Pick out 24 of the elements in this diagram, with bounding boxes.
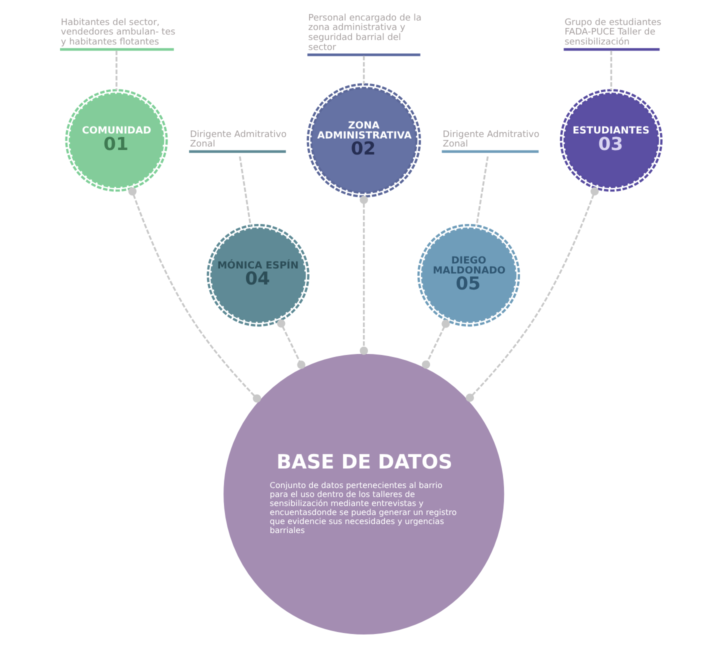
connector bbox=[422, 320, 450, 369]
node-label: Dirigente Admitrativo Zonal bbox=[190, 130, 287, 150]
node-box bbox=[189, 150, 286, 153]
connector bbox=[360, 196, 368, 355]
node-label: Dirigente Admitrativo Zonal bbox=[442, 130, 540, 150]
connector bbox=[116, 50, 118, 90]
connector bbox=[610, 50, 612, 90]
connector bbox=[362, 56, 365, 84]
node-label: Habitantes del sector, vendedores ambulan- tes y habitantes flotantes bbox=[60, 18, 176, 48]
node-circle: ZONA ADMINISTRATIVA 02 bbox=[306, 83, 421, 198]
node-circle: BASE DE DATOS Conjunto de datos pertenecientes al barrio para el uso dentro de los talleres de sensibilización mediante entrevistas y encuentasdonde se pueda generar un registro que evidencie sus necesidades y urgencias barriales bbox=[224, 354, 504, 634]
node-circle: ESTUDIANTES 03 bbox=[560, 89, 663, 192]
node-label: Personal encargado de la zona administrativa y seguridad barrial del sector bbox=[308, 13, 422, 53]
node-label: Grupo de estudiantes FADA-PUCE Taller de sensibilización bbox=[564, 18, 662, 48]
node-circle: COMUNIDAD 01 bbox=[65, 89, 168, 192]
node-box bbox=[307, 53, 420, 56]
connector bbox=[277, 319, 306, 369]
connector bbox=[238, 156, 252, 226]
connector bbox=[466, 187, 599, 402]
node-box bbox=[442, 150, 539, 153]
connector bbox=[476, 156, 489, 226]
connector bbox=[128, 187, 262, 403]
node-box bbox=[564, 48, 660, 51]
node-box bbox=[60, 48, 174, 51]
